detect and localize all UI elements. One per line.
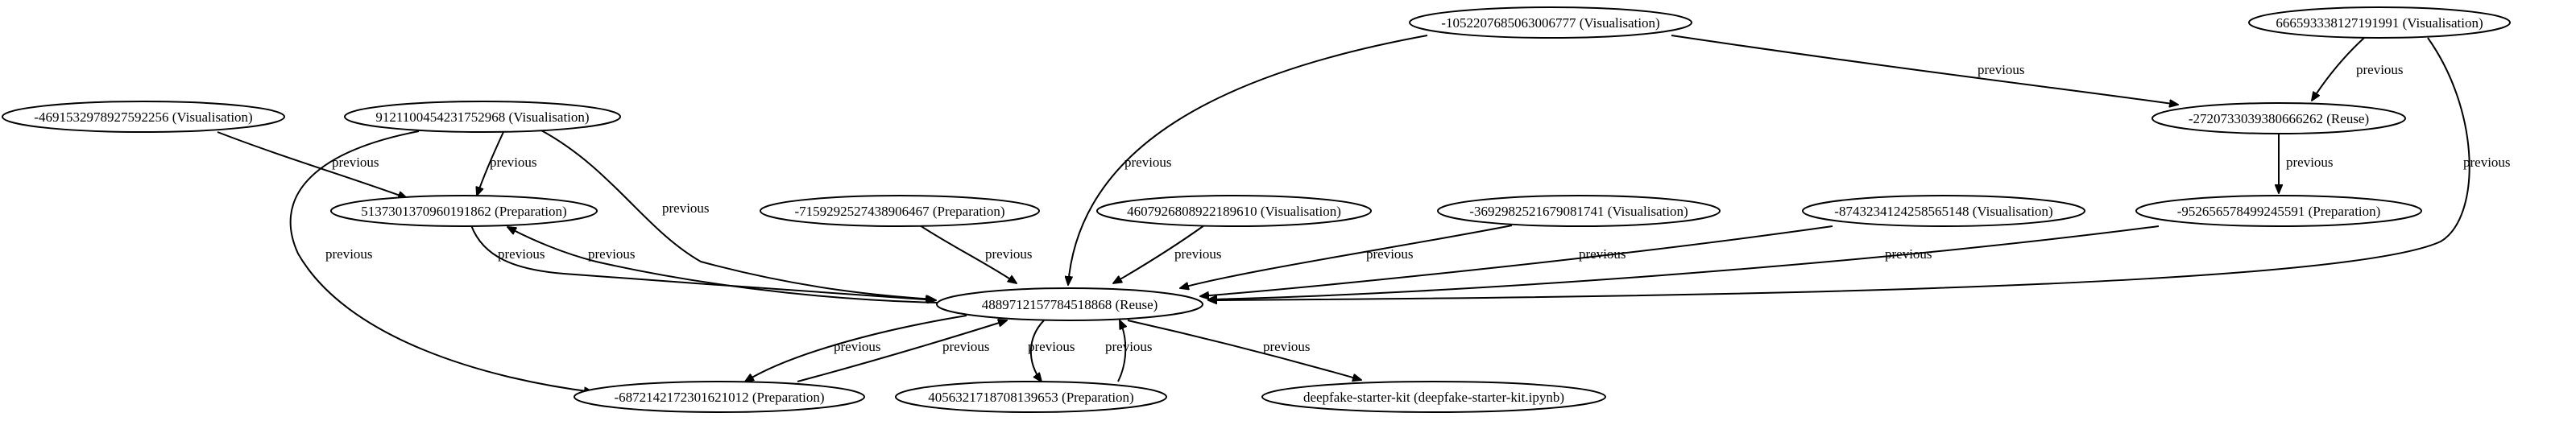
edge-label: previous bbox=[1978, 62, 2025, 77]
node-visualisation-n10[interactable]: -8743234124258565148 (Visualisation) bbox=[1802, 195, 2085, 227]
edge-n5-to-n11: previous bbox=[2279, 134, 2334, 193]
edge-n1-to-n12: previous bbox=[1068, 35, 1428, 285]
edge-label: previous bbox=[1885, 246, 1932, 262]
edge-n10-to-n12: previous bbox=[1200, 225, 1833, 296]
node-visualisation-n1[interactable]: -1052207685063006777 (Visualisation) bbox=[1409, 6, 1692, 39]
edge-n12-to-n13: previous bbox=[745, 315, 967, 382]
edge-label: previous bbox=[1124, 155, 1172, 170]
edge-n14-to-n12: previous bbox=[1105, 320, 1153, 382]
node-visualisation-n2[interactable]: 666593338127191991 (Visualisation) bbox=[2248, 6, 2511, 39]
node-label: 4056321718708139653 (Preparation) bbox=[928, 390, 1133, 405]
node-reuse-n5[interactable]: -2720733039380666262 (Reuse) bbox=[2151, 102, 2406, 134]
node-label: 4889712157784518868 (Reuse) bbox=[982, 297, 1158, 312]
edge-n2-to-n12: previous bbox=[1208, 37, 2511, 300]
node-label: -4691532978927592256 (Visualisation) bbox=[34, 109, 252, 125]
node-label: -1052207685063006777 (Visualisation) bbox=[1441, 15, 1659, 31]
edge-n4-to-n6: previous bbox=[477, 131, 537, 196]
edge-n12-to-n6: previous bbox=[507, 227, 939, 303]
node-label: -3692982521679081741 (Visualisation) bbox=[1469, 204, 1688, 219]
node-label: 4607926808922189610 (Visualisation) bbox=[1127, 204, 1341, 219]
node-notebook-n15[interactable]: deepfake-starter-kit (deepfake-starter-k… bbox=[1261, 381, 1606, 413]
node-label: -7159292527438906467 (Preparation) bbox=[794, 204, 1004, 219]
edge-n12-to-n15: previous bbox=[1127, 320, 1361, 380]
edge-n9-to-n12: previous bbox=[1180, 225, 1513, 288]
edge-n4-to-n12: previous bbox=[540, 130, 934, 299]
edge-label: previous bbox=[1105, 339, 1153, 354]
edge-label: previous bbox=[490, 155, 537, 170]
edge-n11-to-n12: previous bbox=[1208, 225, 2160, 299]
edges: previous previous previous previous prev… bbox=[217, 35, 2511, 392]
node-label: -8743234124258565148 (Visualisation) bbox=[1834, 204, 2052, 219]
node-preparation-n6[interactable]: 5137301370960191862 (Preparation) bbox=[330, 195, 598, 227]
edge-n4-to-n13: previous bbox=[289, 130, 593, 392]
edge-label: previous bbox=[1579, 246, 1626, 262]
node-reuse-n12[interactable]: 4889712157784518868 (Reuse) bbox=[936, 287, 1203, 321]
edge-label: previous bbox=[1263, 339, 1311, 354]
node-label: 5137301370960191862 (Preparation) bbox=[361, 204, 566, 219]
edge-label: previous bbox=[2286, 155, 2334, 170]
edge-n2-to-n5: previous bbox=[2312, 37, 2404, 101]
edge-label: previous bbox=[662, 200, 710, 216]
edge-label: previous bbox=[942, 339, 990, 354]
edge-label: previous bbox=[2356, 62, 2404, 77]
node-preparation-n14[interactable]: 4056321718708139653 (Preparation) bbox=[895, 381, 1167, 413]
node-visualisation-n9[interactable]: -3692982521679081741 (Visualisation) bbox=[1437, 195, 1721, 227]
edge-label: previous bbox=[1174, 246, 1222, 262]
edge-label: previous bbox=[332, 155, 379, 170]
edge-label: previous bbox=[834, 339, 881, 354]
edge-label: previous bbox=[1366, 246, 1414, 262]
node-label: -952656578499245591 (Preparation) bbox=[2177, 204, 2381, 219]
node-label: 666593338127191991 (Visualisation) bbox=[2276, 15, 2483, 31]
node-label: -6872142172301621012 (Preparation) bbox=[614, 390, 824, 405]
edge-n8-to-n12: previous bbox=[1113, 225, 1222, 283]
edge-label: previous bbox=[498, 246, 545, 262]
edge-label: previous bbox=[1028, 339, 1075, 354]
node-preparation-n13[interactable]: -6872142172301621012 (Preparation) bbox=[574, 381, 865, 413]
edge-n6-to-n12: previous bbox=[470, 225, 936, 300]
node-label: -2720733039380666262 (Reuse) bbox=[2189, 111, 2369, 126]
node-label: deepfake-starter-kit (deepfake-starter-k… bbox=[1303, 390, 1564, 405]
node-visualisation-n3[interactable]: -4691532978927592256 (Visualisation) bbox=[2, 101, 285, 133]
node-preparation-n7[interactable]: -7159292527438906467 (Preparation) bbox=[760, 195, 1040, 227]
edge-n13-to-n12: previous bbox=[797, 320, 1007, 382]
edge-n12-to-n14: previous bbox=[1028, 320, 1075, 382]
edge-label: previous bbox=[2463, 155, 2511, 170]
edge-n7-to-n12: previous bbox=[919, 225, 1033, 283]
edge-label: previous bbox=[325, 246, 373, 262]
edge-n3-to-n6: previous bbox=[217, 131, 407, 198]
node-preparation-n11[interactable]: -952656578499245591 (Preparation) bbox=[2135, 195, 2422, 227]
edge-n1-to-n5: previous bbox=[1671, 35, 2178, 105]
node-label: 9121100454231752968 (Visualisation) bbox=[375, 109, 589, 125]
nodes: -1052207685063006777 (Visualisation) 666… bbox=[2, 6, 2511, 413]
edge-label: previous bbox=[985, 246, 1033, 262]
node-visualisation-n4[interactable]: 9121100454231752968 (Visualisation) bbox=[344, 101, 621, 133]
edge-label: previous bbox=[588, 246, 636, 262]
node-visualisation-n8[interactable]: 4607926808922189610 (Visualisation) bbox=[1096, 195, 1372, 227]
